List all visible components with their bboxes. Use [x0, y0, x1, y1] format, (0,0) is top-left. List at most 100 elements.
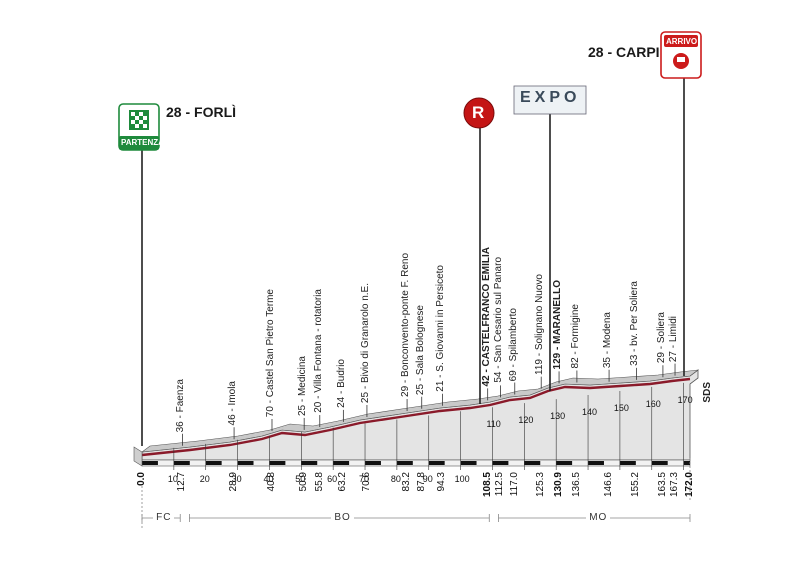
- finish-badge-label: ARRIVO: [666, 37, 698, 46]
- km-distance-label: 94.3: [436, 472, 448, 492]
- scale-stripe: [205, 461, 222, 465]
- km-distance-label: 40.8: [265, 472, 277, 492]
- km-distance-label: 70.6: [360, 472, 372, 492]
- town-label: 35 - Modena: [602, 311, 614, 368]
- scale-stripe: [142, 461, 158, 465]
- town-label: 29 - Bonconvento-ponte F. Reno: [400, 252, 412, 397]
- finish-city-label: 28 - CARPI: [588, 44, 660, 60]
- profile-base-face: [141, 459, 691, 467]
- scale-stripe: [683, 461, 690, 465]
- finish-badge-strip: [664, 35, 698, 47]
- km-distance-label: 87.8: [415, 472, 427, 492]
- km-distance-label: 117.0: [508, 472, 520, 497]
- town-label: 70 - Castel San Pietro Terme: [264, 289, 276, 418]
- km-distance-label: 28.9: [228, 472, 240, 492]
- scale-stripe: [428, 461, 445, 465]
- km-distance-label: 146.6: [603, 472, 615, 498]
- town-label: 119 - Solignano Nuovo: [534, 273, 546, 375]
- km-distance-label: 163.5: [656, 472, 668, 498]
- km-distance-label: 172.0: [684, 472, 695, 498]
- town-label: 54 - San Cesario sul Panaro: [493, 257, 505, 384]
- town-label: 129 - MARANELLO: [552, 280, 564, 370]
- scale-stripe: [492, 461, 509, 465]
- flag-square: [143, 116, 147, 120]
- scale-stripe: [269, 461, 286, 465]
- km-distance-label: 50.9: [298, 472, 310, 492]
- town-label: 24 - Budrio: [336, 358, 348, 408]
- km-distance-label: 167.3: [669, 472, 681, 498]
- scale-stripe: [651, 461, 668, 465]
- km-distance-label: 55.8: [313, 472, 325, 492]
- town-label: 25 - Medicina: [297, 355, 309, 416]
- flag-square: [131, 120, 135, 124]
- province-label: MO: [586, 512, 611, 523]
- scale-stripe: [396, 461, 413, 465]
- profile-top-surface: [140, 369, 700, 453]
- town-label: 69 - Spilamberto: [507, 307, 519, 381]
- scale-stripe: [588, 461, 604, 465]
- km-tick-label: 20: [199, 474, 210, 484]
- km-distance-label: 155.2: [630, 472, 642, 498]
- km-tick-label: 100: [454, 474, 470, 484]
- town-label: 27 - Limidi: [668, 315, 680, 362]
- town-label: 46 - Imola: [227, 381, 239, 426]
- scale-stripe: [460, 461, 477, 465]
- km-distance-label: 108.5: [481, 472, 493, 498]
- flag-square: [131, 112, 135, 116]
- km-distance-label: 130.9: [553, 472, 565, 498]
- km-tick-label: 120: [518, 415, 534, 426]
- scale-stripe: [619, 461, 636, 465]
- start-badge-strip: [119, 136, 159, 150]
- km-distance-label: 0.0: [136, 472, 147, 486]
- expo-logo-icon: [513, 85, 587, 115]
- km-tick-label: 40: [263, 474, 274, 484]
- km-distance-label: 12.7: [176, 472, 188, 492]
- town-label: 42 - CASTELFRANCO EMILIA: [480, 247, 492, 387]
- km-distance-label: 63.2: [337, 472, 349, 492]
- scale-stripe: [301, 461, 318, 465]
- flag-square: [139, 112, 143, 116]
- profile-route-line: [141, 377, 691, 457]
- scale-stripe: [333, 461, 350, 465]
- scale-stripe: [524, 461, 541, 465]
- km-tick-label: 90: [422, 474, 433, 484]
- checkpoint-letter: R: [472, 103, 485, 122]
- town-label: 29 - Soliera: [655, 312, 667, 364]
- km-distance-label: 136.5: [570, 472, 582, 498]
- km-tick-label: 170: [677, 394, 693, 405]
- scale-stripe: [173, 461, 190, 465]
- scale-stripe: [365, 461, 381, 465]
- km-tick-label: 160: [645, 398, 661, 409]
- scale-stripe: [237, 461, 254, 465]
- km-distance-label: 83.2: [401, 472, 413, 492]
- town-label: 25 - Bivio di Granarolo n.E.: [359, 282, 371, 404]
- start-city-label: 28 - FORLÌ: [166, 104, 237, 120]
- km-tick-label: 130: [550, 411, 566, 422]
- sds-label: SDS: [702, 382, 713, 403]
- checkpoint-r-icon: [463, 97, 495, 129]
- province-label: BO: [331, 512, 354, 523]
- expo-logo-text: EXPO: [520, 89, 581, 106]
- km-tick-label: 30: [231, 474, 242, 484]
- town-label: 36 - Faenza: [175, 378, 187, 433]
- km-tick-label: 150: [613, 402, 629, 413]
- km-tick-label: 80: [390, 474, 401, 484]
- start-badge-label: PARTENZA: [121, 138, 164, 147]
- profile-left-cap: [133, 446, 143, 467]
- km-tick-label: 50: [295, 474, 306, 484]
- km-distance-label: 112.5: [494, 472, 506, 497]
- town-label: 33 - bv. Per Soliera: [629, 280, 641, 366]
- finish-target-mark: [677, 57, 685, 62]
- town-label: 21 - S. Giovanni in Persiceto: [435, 264, 447, 392]
- km-tick-label: 60: [327, 474, 338, 484]
- scale-stripe: [556, 461, 573, 465]
- km-distance-label: 125.3: [535, 472, 547, 498]
- flag-square: [139, 120, 143, 124]
- town-label: 82 - Formigine: [569, 304, 581, 369]
- province-label: FC: [153, 512, 175, 523]
- flag-square: [135, 116, 139, 120]
- km-tick-label: 10: [167, 474, 178, 484]
- km-tick-label: 140: [582, 407, 598, 418]
